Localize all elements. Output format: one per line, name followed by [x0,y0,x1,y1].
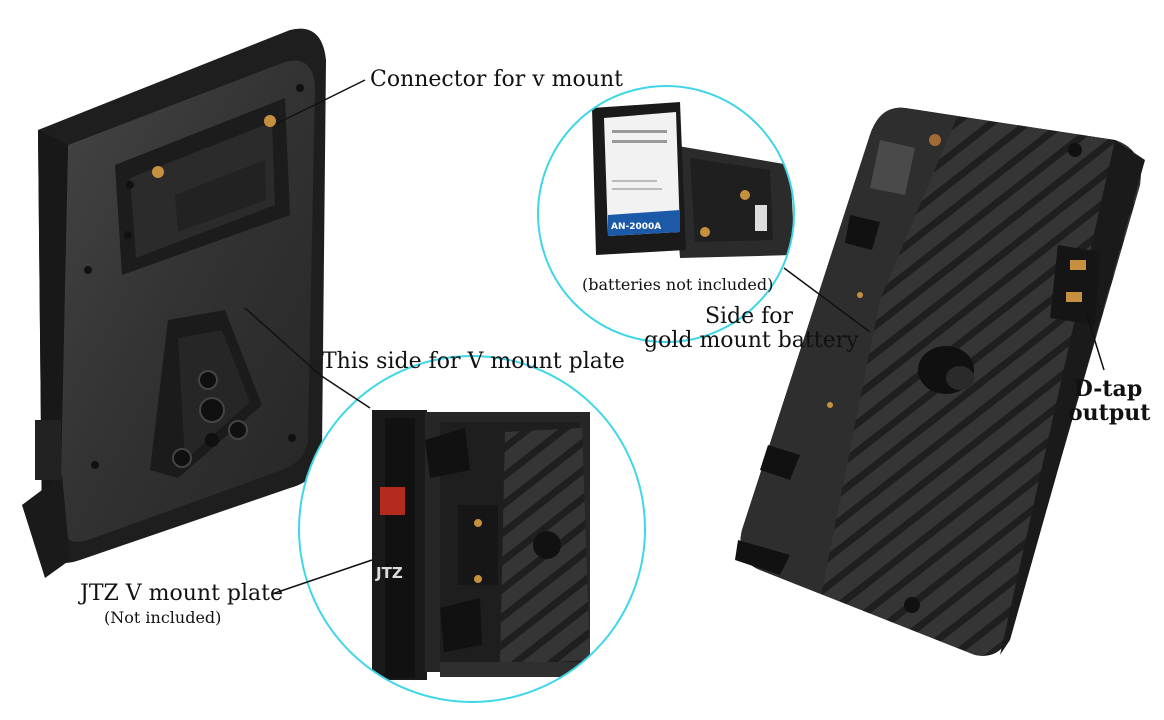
label-v-side: This side for V mount plate [322,349,625,374]
label-gold-side: Side for gold mount battery [644,304,859,353]
label-dtap-line2: output [1068,400,1151,426]
inset-circle-outline [537,85,795,343]
inset-circle-outline [298,355,646,703]
jtz-plate-inset: JTZ [298,355,646,703]
label-dtap-line1: D-tap [1073,376,1143,402]
label-jtz-title: JTZ V mount plate [80,581,284,606]
label-jtz-note: (Not included) [104,608,222,627]
jtz-brand-mark: JTZ [375,564,403,582]
label-batteries-note: (batteries not included) [582,275,774,294]
v-mount-plate [22,28,326,578]
battery-model-mark: AN-2000A [611,222,661,232]
batteries-inset: AN-2000A [537,85,795,343]
connector-pin-icon [264,115,276,127]
label-gold-side-line2: gold mount battery [644,328,859,353]
label-gold-side-line1: Side for [704,304,794,329]
label-connector: Connector for v mount [370,67,623,92]
label-dtap: D-tap output [1068,376,1151,426]
leader-lines [244,79,1105,595]
connector-pin-icon [152,166,164,178]
